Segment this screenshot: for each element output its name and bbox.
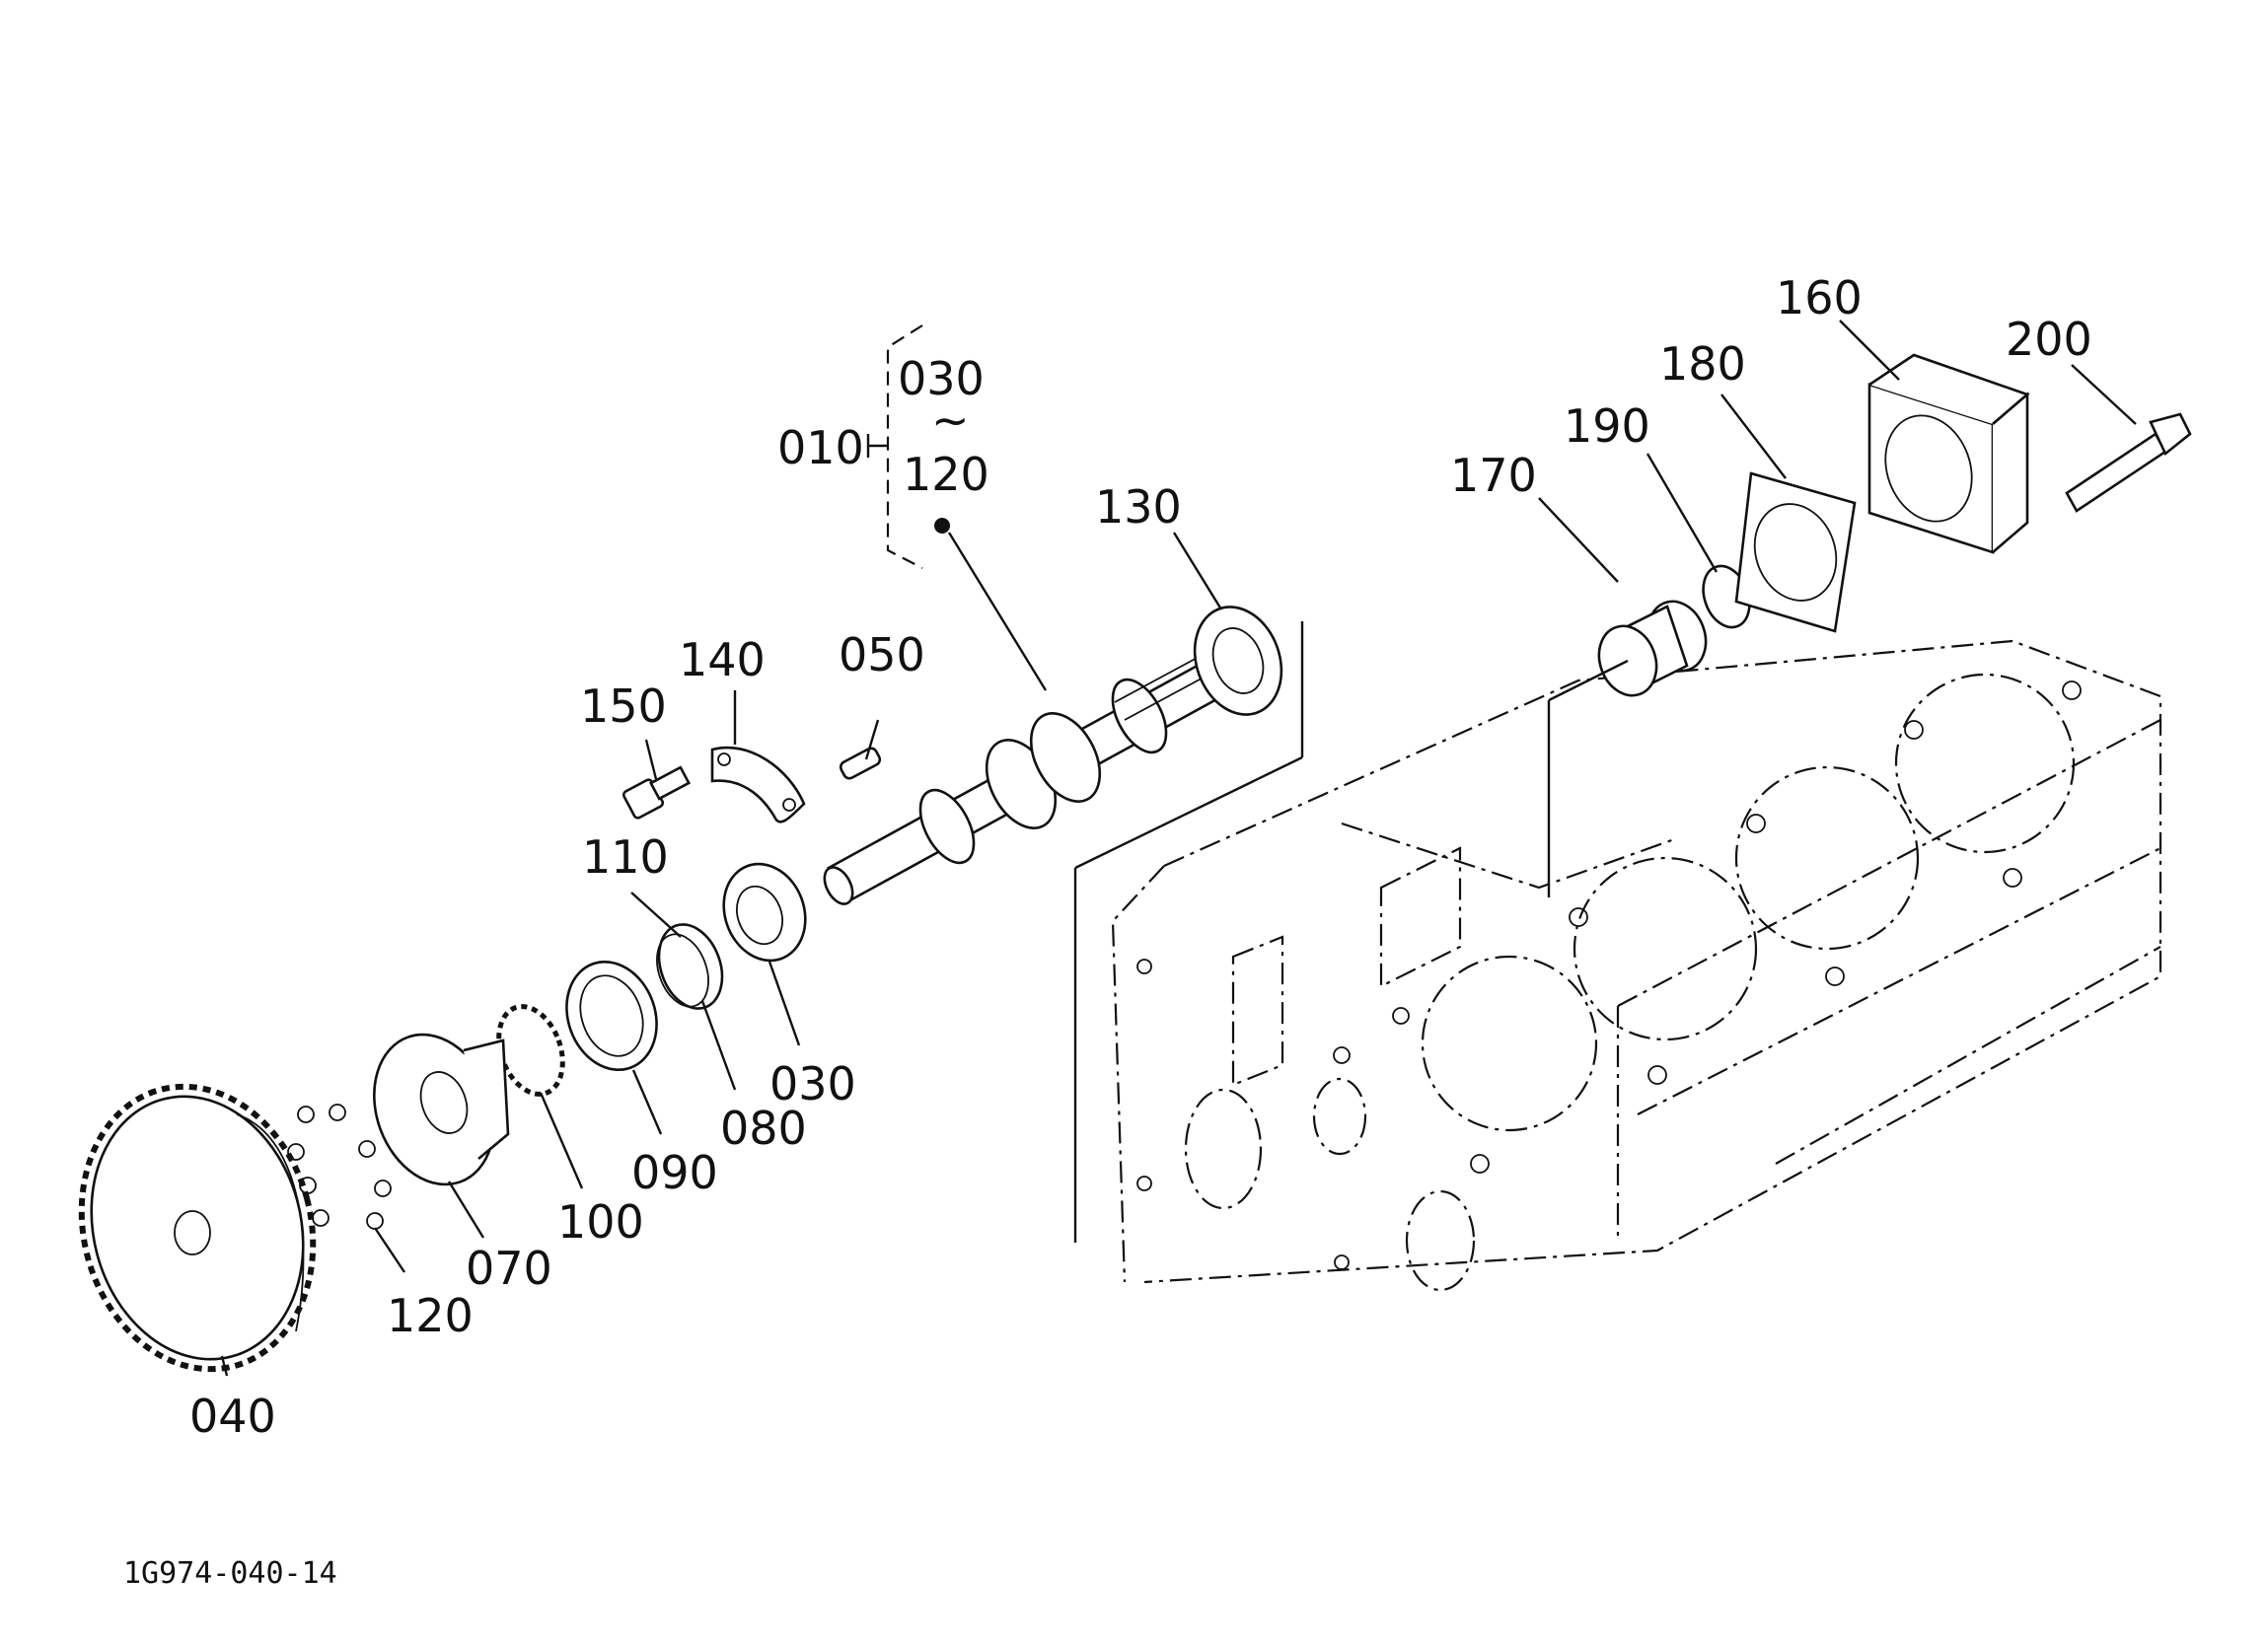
part-label-150: 150 — [580, 680, 667, 733]
part-label-190: 190 — [1564, 399, 1650, 453]
ring-110 — [656, 933, 709, 1008]
gasket-180 — [1734, 471, 1857, 633]
assembly-range-from: 030 — [898, 352, 985, 405]
circlip-080 — [657, 923, 724, 1010]
part-label-110: 110 — [582, 830, 669, 884]
part-label-130: 130 — [1095, 480, 1182, 534]
gear-040 — [78, 1083, 317, 1373]
leader-lines — [220, 320, 2137, 1377]
sleeve-070 — [373, 1033, 510, 1186]
engine-block — [1111, 639, 2162, 1292]
part-label-030: 030 — [769, 1057, 856, 1110]
drawing-code: 1G974-040-14 — [123, 1556, 337, 1591]
part-label-200: 200 — [2006, 313, 2092, 366]
part-label-080: 080 — [720, 1102, 807, 1155]
part-label-050: 050 — [839, 628, 925, 681]
balls-120 — [287, 1104, 392, 1230]
part-label-070: 070 — [466, 1242, 552, 1295]
assembly-number: 010 — [777, 421, 864, 474]
part-label-180: 180 — [1659, 337, 1746, 391]
part-label-100: 100 — [557, 1195, 644, 1249]
part-label-160: 160 — [1776, 271, 1863, 324]
assembly-range-to: 120 — [903, 448, 989, 501]
bolt-200 — [2065, 412, 2192, 513]
bolt-150 — [622, 765, 691, 820]
part-label-140: 140 — [679, 633, 766, 686]
camshaft — [823, 644, 1253, 905]
part-label-090: 090 — [631, 1146, 718, 1199]
plate-140 — [710, 746, 806, 823]
bearing-130 — [1073, 606, 1304, 1243]
assembly-bracket — [866, 324, 950, 569]
part-label-120: 120 — [387, 1289, 474, 1342]
ball-retainer-100 — [496, 1004, 565, 1097]
bushing-170 — [1547, 600, 1708, 897]
part-label-040: 040 — [189, 1390, 276, 1443]
part-label-170: 170 — [1450, 449, 1537, 502]
key-050 — [839, 747, 882, 780]
housing-160 — [1867, 353, 2030, 554]
collar-090 — [565, 960, 658, 1072]
assembly-range-separator: ~ — [931, 394, 970, 447]
bearing-030 — [722, 862, 807, 963]
